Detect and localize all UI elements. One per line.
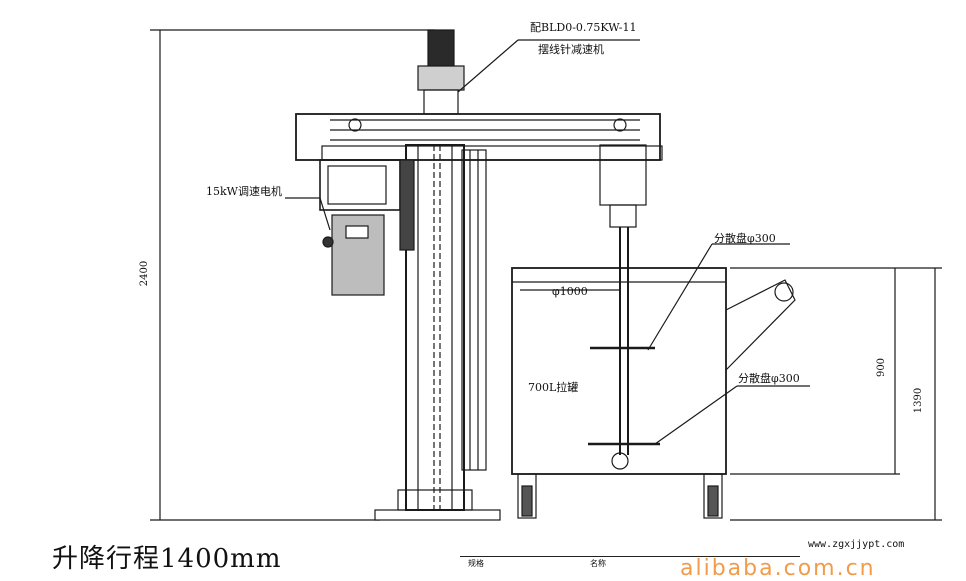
dim-900-label: 900 [876,357,888,378]
lift-stroke-title: 升降行程1400mm [52,544,282,574]
dim-1390-label: 1390 [913,387,925,414]
tank-leg-left [517,473,537,519]
watermark: alibaba.com.cn [680,556,876,581]
agitator-head [599,144,647,206]
tank-diameter-label: φ1000 [552,285,588,298]
table-cell: 名称 [590,559,606,568]
motor-label: 15kW调速电机 [206,185,282,198]
mixer-drawing [150,29,942,521]
tank-name-label: 700L拉罐 [528,381,579,394]
drive-motor-housing [319,159,401,211]
reducer-label-line2: 摆线针减速机 [538,43,604,56]
disc-upper-label: 分散盘φ300 [714,232,776,245]
tank-handle [725,279,796,371]
base-plate [374,509,501,521]
lift-column [405,144,465,511]
top-motor [427,29,455,67]
website-text: www.zgxjjypt.com [808,539,905,550]
reducer-label-line1: 配BLD0-0.75KW-11 [530,21,637,34]
table-cell: 规格 [468,559,484,568]
tank [511,267,727,475]
total-height-label: 2400 [139,260,151,287]
disc-lower-label: 分散盘φ300 [738,372,800,385]
tank-leg-right [703,473,723,519]
title-block-row: 规格 名称 [460,556,800,571]
